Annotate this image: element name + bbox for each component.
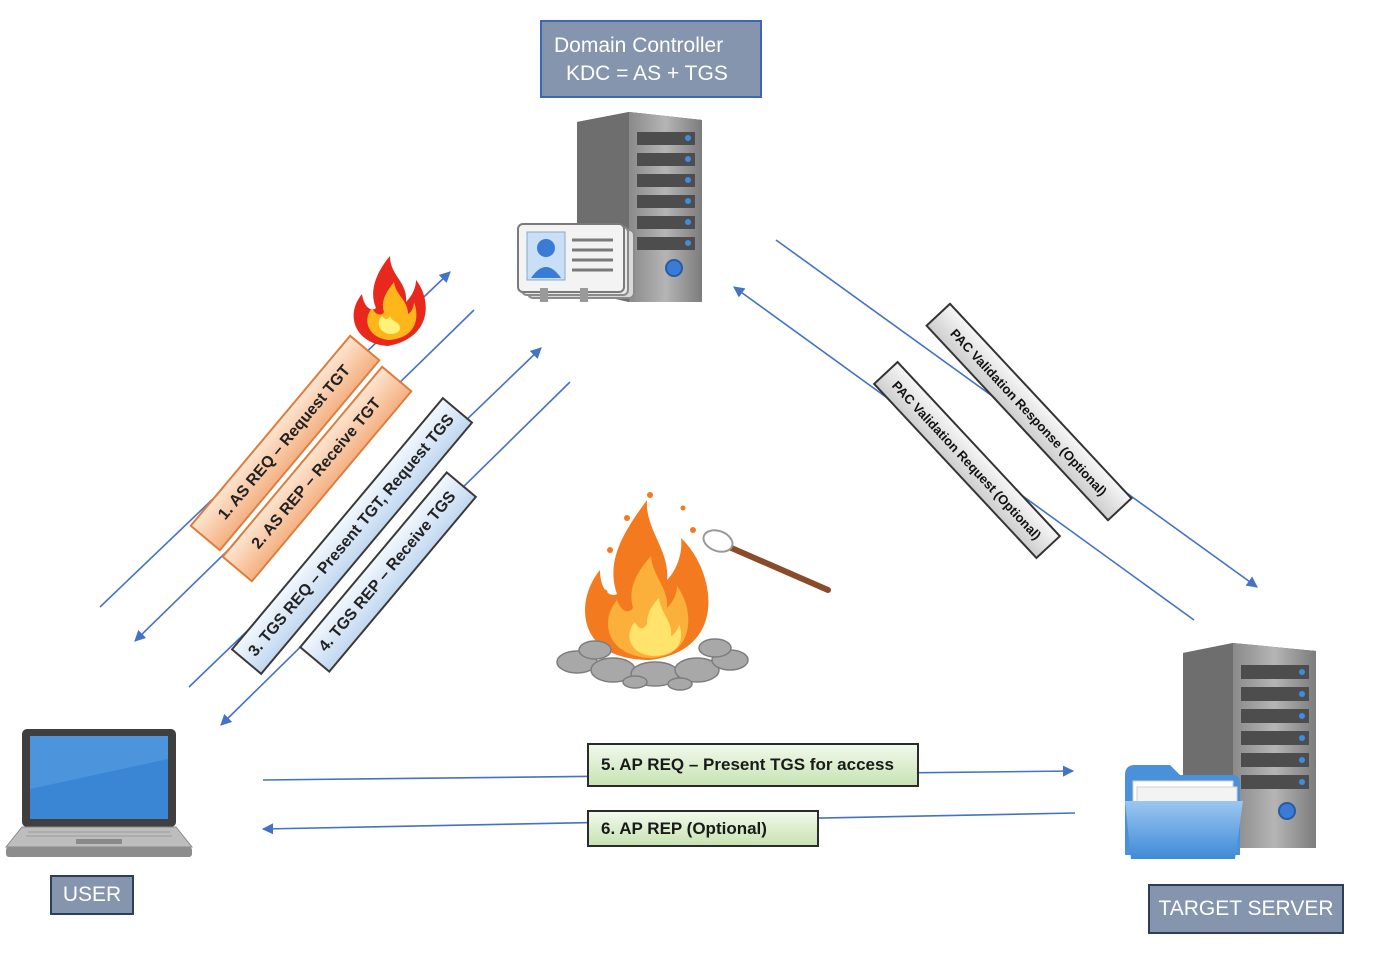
- domain-controller-title: Domain Controller: [554, 34, 724, 57]
- domain-controller-label: Domain Controller KDC = AS + TGS: [540, 20, 762, 98]
- folder-icon: [1125, 765, 1243, 859]
- contact-card-icon: [517, 223, 635, 302]
- target-server-label: TARGET SERVER: [1148, 884, 1344, 934]
- ap-req-label: 5. AP REQ – Present TGS for access: [587, 743, 919, 787]
- campfire-icon: [556, 492, 749, 691]
- arrows-dc-target: [733, 239, 1258, 621]
- fire-icon: [353, 256, 426, 346]
- kdc-subtitle: KDC = AS + TGS: [566, 62, 728, 85]
- marshmallow-stick-icon: [702, 529, 831, 593]
- user-label: USER: [50, 875, 134, 915]
- laptop-icon: [4, 729, 194, 857]
- ap-rep-label: 6. AP REP (Optional): [587, 810, 819, 847]
